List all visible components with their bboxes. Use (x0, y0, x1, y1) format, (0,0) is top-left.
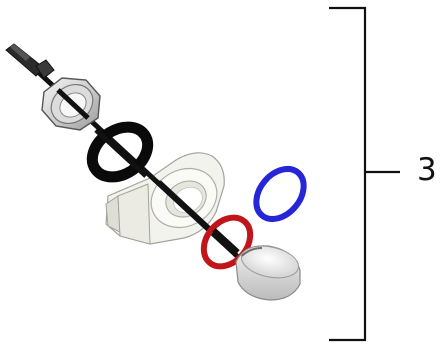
callout-bracket (329, 6, 400, 342)
black-o-ring (86, 121, 154, 183)
mounting-bracket (105, 152, 225, 245)
callout-number-label: 3 (417, 152, 437, 188)
end-cap (235, 245, 301, 301)
cable-segment (157, 180, 217, 236)
hex-nut (41, 77, 101, 131)
blue-o-ring (253, 165, 307, 223)
